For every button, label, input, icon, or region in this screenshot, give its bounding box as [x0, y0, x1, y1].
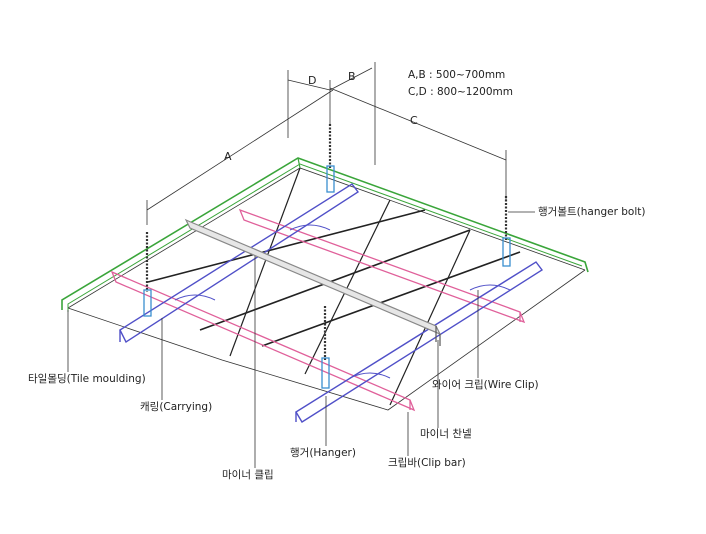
- minor-channels: [184, 218, 442, 346]
- label-minor-clip: 마이너 클립: [222, 468, 274, 481]
- tile-seam: [304, 199, 391, 375]
- hanger-bolts: [145, 124, 508, 360]
- label-hanger: 행거(Hanger): [290, 447, 356, 459]
- hanger: [326, 165, 335, 193]
- dimension-c: C: [410, 114, 418, 127]
- label-wire-clip: 와이어 크립(Wire Clip): [432, 378, 539, 391]
- label-carrying: 캐링(Carrying): [140, 401, 212, 413]
- hanger: [502, 237, 511, 267]
- hanger: [321, 357, 330, 389]
- label-hanger-bolt: 행거볼트(hanger bolt): [538, 206, 645, 218]
- clip-bar: [110, 270, 416, 412]
- dimension-lines: A B C D: [146, 62, 507, 225]
- wire-clips: [174, 224, 511, 379]
- hangers: [143, 165, 511, 389]
- dimension-b: B: [348, 70, 356, 83]
- carrying-channel: [119, 183, 360, 344]
- dimension-a: A: [224, 150, 232, 163]
- label-tile-moulding: 타일몰딩(Tile moulding): [28, 372, 146, 385]
- label-clip-bar: 크립바(Clip bar): [388, 456, 466, 469]
- clip-bars: [110, 208, 526, 412]
- tile-seam: [261, 251, 521, 347]
- clip-bar: [238, 208, 526, 324]
- tile-moulding: [61, 157, 589, 312]
- tile-seam: [389, 229, 471, 406]
- spec-line-cd: C,D : 800~1200mm: [408, 86, 513, 98]
- tile-seam: [199, 229, 471, 331]
- tile-seam: [229, 167, 301, 357]
- carrying-channels: [119, 183, 544, 423]
- hanger: [143, 289, 152, 317]
- callout-leaders: [67, 211, 535, 468]
- label-minor-channel: 마이너 찬넬: [420, 428, 472, 440]
- carrying-channel: [295, 261, 544, 423]
- ceiling-tiles: [67, 167, 586, 411]
- spec-line-ab: A,B : 500~700mm: [408, 69, 505, 81]
- dimension-d: D: [308, 74, 316, 87]
